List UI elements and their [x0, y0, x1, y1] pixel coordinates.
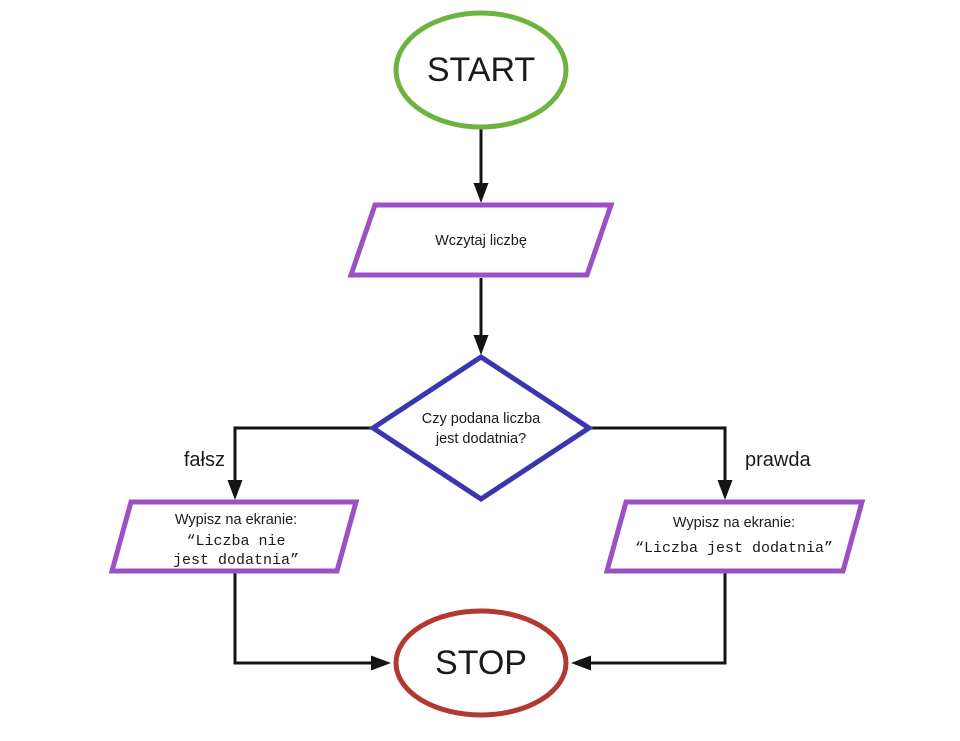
- connector-true-to-stop: [584, 573, 727, 665]
- branch-label-false: fałsz: [184, 449, 225, 471]
- node-start[interactable]: START: [393, 10, 569, 130]
- arrowhead-decision-true: [717, 480, 733, 500]
- output-false-line1: Wypisz na ekranie:: [175, 512, 297, 528]
- decision-label-line1: Czy podana liczba: [422, 411, 541, 427]
- node-output-false[interactable]: Wypisz na ekranie: “Liczba nie jest doda…: [108, 499, 360, 574]
- arrowhead-decision-false: [227, 480, 243, 500]
- arrowhead-false-to-stop: [371, 655, 391, 671]
- arrowhead-read-to-decision: [473, 335, 489, 355]
- node-stop[interactable]: STOP: [393, 608, 569, 718]
- read-label: Wczytaj liczbę: [435, 233, 527, 249]
- output-false-line3: jest dodatnia”: [173, 552, 299, 569]
- connector-decision-true: [589, 426, 727, 487]
- node-read-number[interactable]: Wczytaj liczbę: [347, 202, 615, 278]
- output-true-line1: Wypisz na ekranie:: [673, 515, 795, 531]
- connector-false-to-stop: [233, 573, 378, 665]
- output-false-parallelogram[interactable]: [108, 499, 360, 574]
- branch-label-true: prawda: [745, 449, 811, 471]
- output-true-parallelogram[interactable]: [603, 499, 866, 574]
- node-decision[interactable]: Czy podana liczba jest dodatnia?: [368, 354, 594, 502]
- arrowhead-start-to-read: [473, 183, 489, 203]
- start-ellipse[interactable]: [393, 10, 569, 130]
- connector-group: [227, 128, 733, 671]
- decision-diamond[interactable]: [368, 354, 594, 502]
- output-true-line2: “Liczba jest dodatnia”: [635, 540, 833, 557]
- start-label: START: [427, 51, 535, 89]
- arrowhead-true-to-stop: [571, 655, 591, 671]
- stop-label: STOP: [435, 644, 527, 682]
- node-output-true[interactable]: Wypisz na ekranie: “Liczba jest dodatnia…: [603, 499, 866, 574]
- stop-ellipse[interactable]: [393, 608, 569, 718]
- read-parallelogram[interactable]: [347, 202, 615, 278]
- output-false-line2: “Liczba nie: [186, 533, 285, 550]
- decision-label-line2: jest dodatnia?: [435, 431, 526, 447]
- connector-decision-false: [233, 426, 373, 487]
